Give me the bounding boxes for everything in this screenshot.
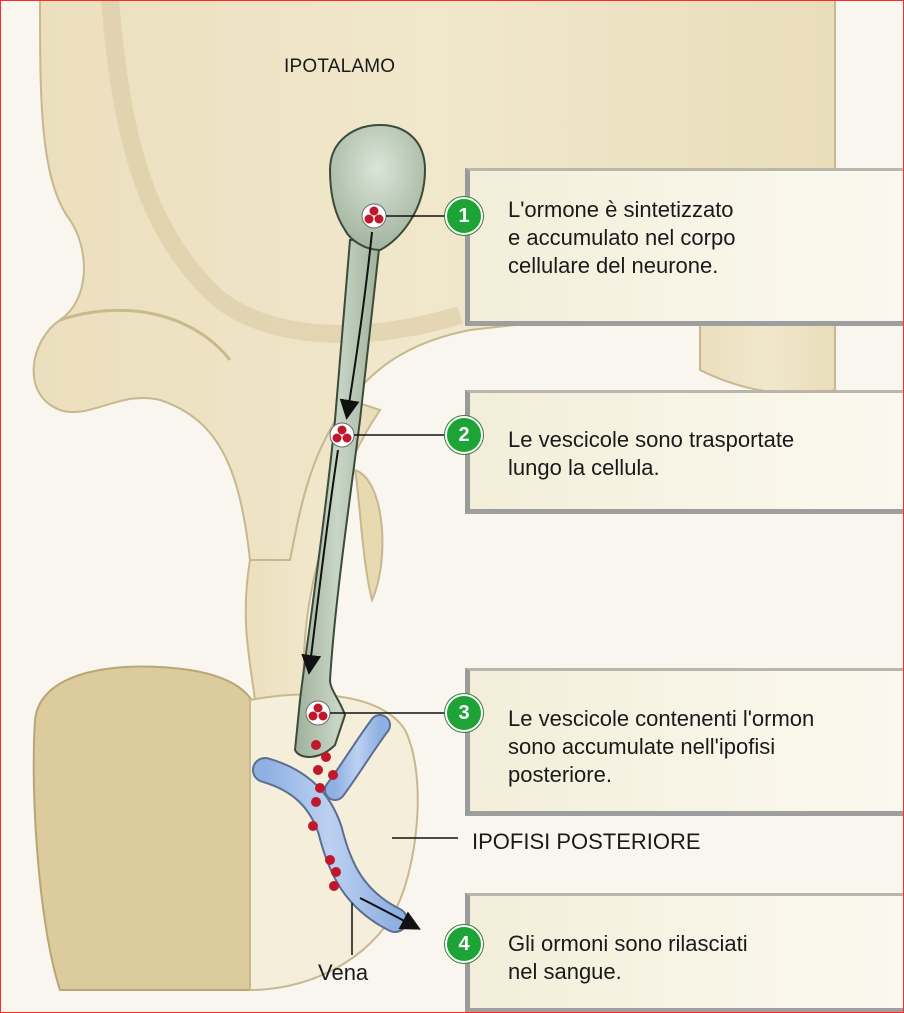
hypothalamus-label: IPOTALAMO: [284, 56, 395, 78]
vein-label: Vena: [318, 960, 368, 986]
vesicle-cluster-3: [306, 701, 330, 725]
step-1-badge: 1: [445, 197, 483, 235]
step-2-badge: 2: [445, 416, 483, 454]
step-4-text: Gli ormoni sono rilasciati nel sangue.: [508, 930, 748, 986]
step-3-text: Le vescicole contenenti l'ormon sono acc…: [508, 705, 814, 789]
step-3-badge: 3: [445, 694, 483, 732]
posterior-pituitary-label: IPOFISI POSTERIORE: [472, 829, 701, 855]
vesicle-cluster-1: [362, 204, 386, 228]
step-1-text: L'ormone è sintetizzato e accumulato nel…: [508, 196, 735, 280]
anterior-pituitary: [34, 667, 256, 990]
step-4-badge: 4: [445, 925, 483, 963]
step-2-text: Le vescicole sono trasportate lungo la c…: [508, 426, 794, 482]
vesicle-cluster-2: [330, 423, 354, 447]
